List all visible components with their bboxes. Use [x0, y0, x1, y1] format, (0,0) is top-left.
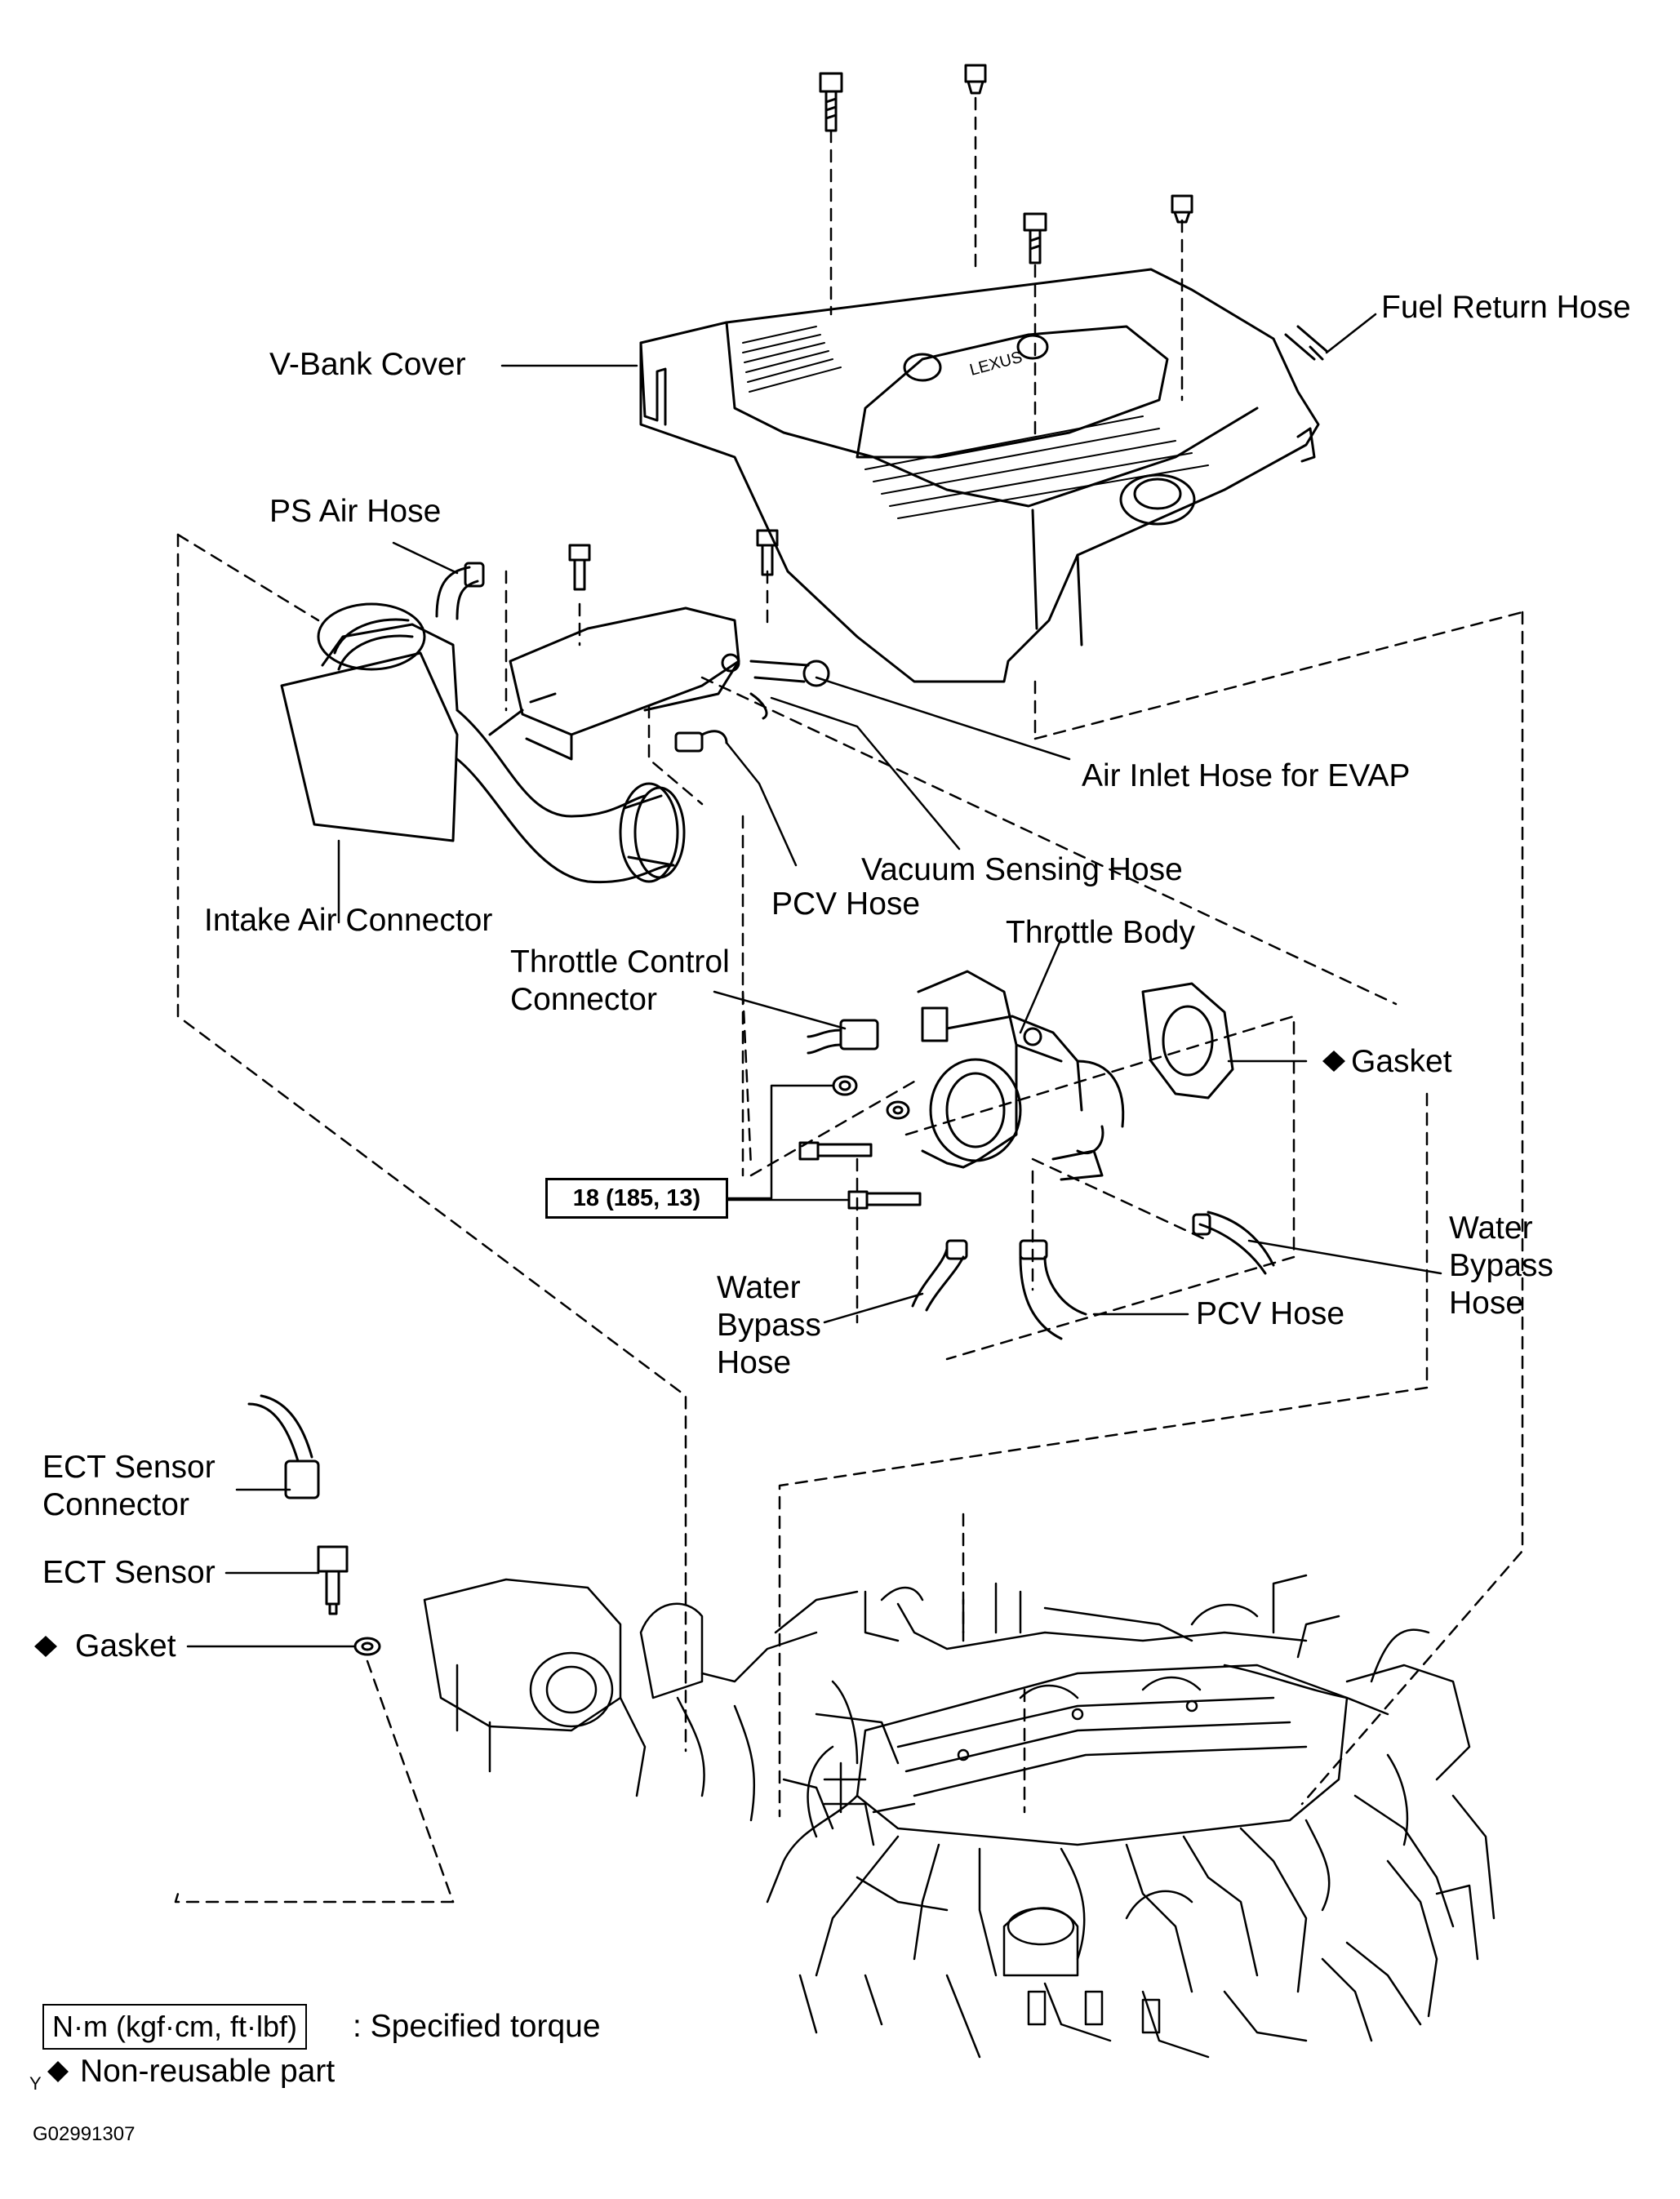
diamond-gasket-right	[1322, 1051, 1345, 1072]
label-throttle-control-1: Throttle Control	[510, 944, 730, 980]
label-intake-air-connector: Intake Air Connector	[204, 903, 493, 938]
intake-duct-piece	[509, 606, 740, 761]
figure-id: G02991307	[33, 2123, 136, 2145]
label-pcv-hose-upper: PCV Hose	[771, 886, 921, 922]
bolt-2	[1023, 212, 1047, 264]
ect-connector-part	[247, 1394, 320, 1499]
legend-torque-unit-box: N·m (kgf·cm, ft·lbf)	[42, 2004, 307, 2050]
assembly-dashed-lines	[174, 96, 1524, 1904]
label-throttle-control-2: Connector	[510, 982, 657, 1017]
throttle-control-connector	[807, 1019, 879, 1055]
label-ect-sensor: ECT Sensor	[42, 1555, 216, 1590]
legend-nonreusable-desc: Non-reusable part	[80, 2054, 336, 2089]
diamond-gasket-left	[34, 1636, 57, 1657]
throttle-fasteners	[798, 1075, 922, 1210]
gasket-right-part	[1141, 982, 1234, 1100]
nut-2	[1171, 194, 1193, 224]
leader-pcv-upper	[725, 741, 798, 867]
label-v-bank-cover: V-Bank Cover	[269, 347, 466, 382]
nut-1	[964, 64, 987, 95]
label-water-bypass-right-2: Bypass	[1449, 1248, 1553, 1283]
legend-marker-y: Y	[29, 2073, 42, 2094]
leader-water-bypass-right	[1247, 1239, 1442, 1275]
bolt-1	[819, 72, 843, 132]
label-water-bypass-left-3: Hose	[717, 1345, 792, 1380]
intake-bolts	[568, 529, 779, 591]
legend-torque-desc: : Specified torque	[353, 2009, 601, 2044]
cover-ribs	[742, 326, 1209, 519]
ect-sensor-part	[317, 1545, 349, 1615]
water-bypass-hose-left	[911, 1239, 968, 1312]
label-fuel-return-hose: Fuel Return Hose	[1381, 290, 1631, 325]
label-gasket-left: Gasket	[75, 1628, 176, 1664]
leader-throttle-body	[1019, 937, 1063, 1034]
leader-ps-air	[392, 541, 459, 575]
label-vacuum-sensing-hose: Vacuum Sensing Hose	[861, 852, 1183, 887]
label-gasket-right: Gasket	[1351, 1044, 1452, 1079]
ps-air-hose	[435, 562, 485, 620]
fuel-return-hose	[1284, 325, 1328, 361]
label-air-inlet-hose-evap: Air Inlet Hose for EVAP	[1082, 758, 1411, 793]
water-bypass-hose-right	[1192, 1211, 1275, 1275]
leader-water-bypass-left	[823, 1292, 924, 1324]
intake-air-connector	[280, 602, 686, 884]
leader-air-inlet	[815, 676, 1071, 761]
pcv-hose-upper	[674, 730, 728, 753]
leader-torque-1	[725, 1084, 834, 1200]
cover-bolts	[819, 64, 1193, 264]
pcv-hose-lower	[1019, 1239, 1087, 1340]
label-pcv-hose-lower: PCV Hose	[1196, 1296, 1345, 1331]
v-bank-cover-shape	[639, 268, 1320, 683]
air-inlet-hose-evap	[749, 660, 830, 687]
legend-diamond-icon	[47, 2061, 69, 2082]
label-ect-connector-1: ECT Sensor	[42, 1450, 216, 1485]
leader-fuel-return	[1325, 313, 1377, 354]
label-water-bypass-right-1: Water	[1449, 1211, 1533, 1246]
label-water-bypass-left-2: Bypass	[717, 1308, 821, 1343]
leader-throttle-control	[713, 990, 847, 1030]
torque-spec-box: 18 (185, 13)	[545, 1178, 728, 1219]
label-throttle-body: Throttle Body	[1006, 915, 1195, 950]
label-water-bypass-right-3: Hose	[1449, 1286, 1524, 1321]
label-ps-air-hose: PS Air Hose	[269, 494, 442, 529]
label-ect-connector-2: Connector	[42, 1487, 189, 1522]
cover-brand-text: LEXUS	[968, 349, 1024, 380]
ect-gasket-part	[353, 1637, 381, 1656]
engine-sketch	[423, 1574, 1496, 2059]
throttle-body-part	[917, 970, 1125, 1181]
label-water-bypass-left-1: Water	[717, 1270, 801, 1305]
leader-vacuum	[770, 696, 961, 851]
vacuum-sensing-hose	[749, 692, 768, 720]
